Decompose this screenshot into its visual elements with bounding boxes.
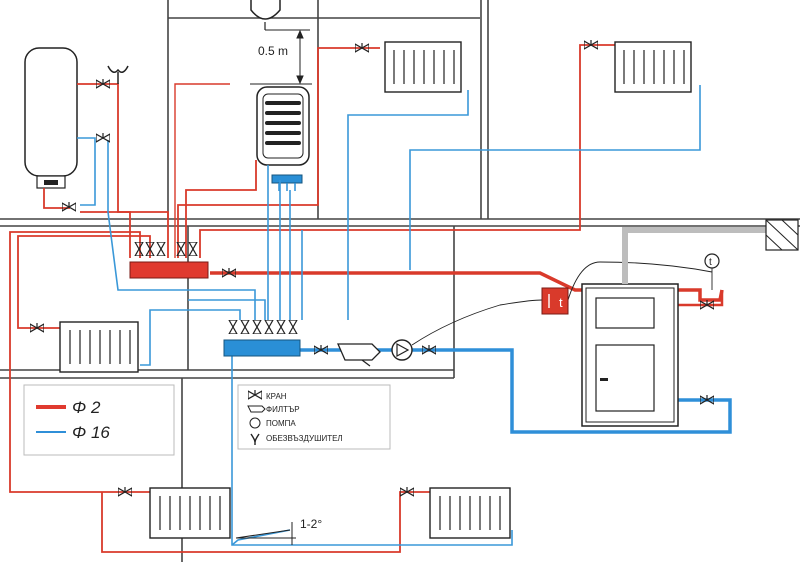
pump-icon — [249, 417, 261, 429]
small-distribution-manifold — [271, 174, 303, 191]
expansion-tank — [250, 0, 281, 30]
filter-icon — [247, 405, 266, 413]
filter-icon — [337, 343, 381, 367]
control-wires — [411, 261, 713, 346]
chimney-flue — [622, 219, 799, 284]
air-vent-icon — [107, 65, 129, 84]
radiator-bottom-left — [149, 487, 231, 539]
main-return-line — [300, 348, 732, 434]
symbol-legend: КРАН ФИЛТЪР ПОМПА ОБЕЗВЪЗДУШИТЕЛ — [237, 384, 391, 450]
main-supply-line — [210, 271, 724, 302]
cold-manifold — [223, 339, 301, 357]
hot-pipes — [9, 44, 615, 553]
hot-manifold — [129, 261, 209, 279]
legend-symbol-valve: КРАН — [266, 392, 287, 401]
manifold-valves — [134, 242, 298, 334]
thermostat-valve: t — [541, 287, 569, 315]
slope-label: 1-2° — [300, 517, 322, 531]
svg-text:t: t — [709, 257, 712, 268]
slope-annotation — [235, 522, 296, 545]
legend-label-cold: Φ 16 — [72, 423, 110, 442]
radiator-middle-left — [59, 321, 139, 373]
legend-symbol-filter: ФИЛТЪР — [266, 405, 300, 414]
cold-pipes — [77, 85, 701, 546]
height-label: 0.5 m — [258, 44, 288, 58]
radiator-top-right — [614, 41, 692, 93]
legend-label-hot: Φ 2 — [72, 398, 101, 417]
towel-rail-radiator — [256, 86, 310, 166]
legend-symbol-air-vent: ОБЕЗВЪЗДУШИТЕЛ — [266, 434, 343, 443]
solid-fuel-boiler — [581, 283, 679, 427]
height-dimension — [250, 29, 312, 85]
radiator-top-middle — [384, 41, 462, 93]
pump-icon — [391, 339, 413, 361]
thermometer-icon: t — [704, 253, 720, 269]
water-heater-boiler — [24, 47, 78, 189]
radiator-bottom-right — [429, 487, 511, 539]
svg-text:t: t — [559, 295, 563, 310]
legend-symbol-pump: ПОМПА — [266, 419, 296, 428]
pipe-legend: Φ 2 Φ 16 — [23, 384, 175, 456]
